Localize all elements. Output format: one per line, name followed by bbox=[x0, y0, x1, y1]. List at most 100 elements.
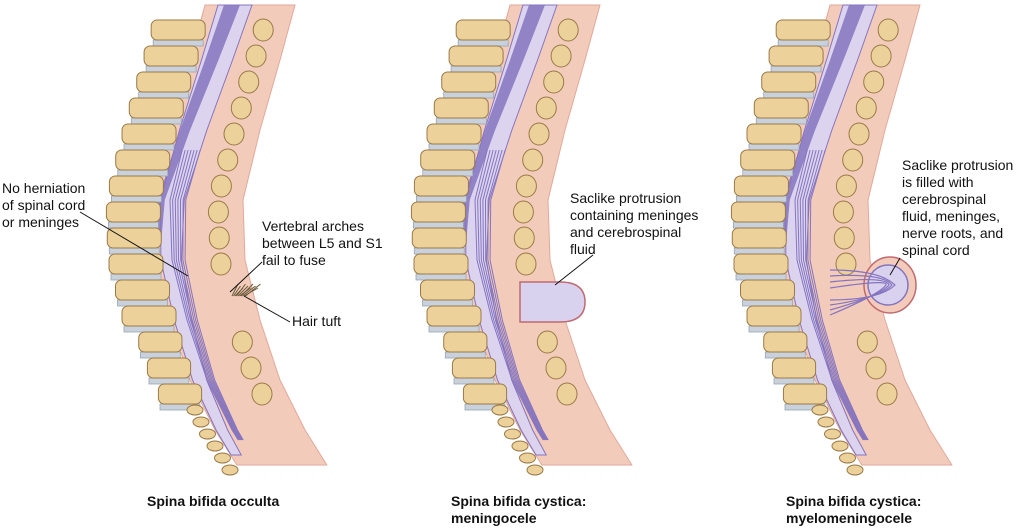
intervertebral-disc bbox=[145, 65, 197, 73]
intervertebral-disc bbox=[453, 377, 495, 385]
vertebral-arch bbox=[522, 148, 544, 172]
vertebral-body bbox=[443, 331, 488, 353]
intervertebral-disc bbox=[139, 351, 181, 359]
vertebral-arch bbox=[515, 252, 537, 276]
nerve-root bbox=[184, 149, 244, 441]
vertebral-arch bbox=[210, 252, 232, 276]
vertebral-body bbox=[420, 279, 475, 301]
vertebral-arch bbox=[832, 200, 854, 224]
nerve-root bbox=[799, 149, 866, 441]
vertebral-body bbox=[451, 357, 497, 379]
coccyx-segment bbox=[497, 416, 515, 428]
herniated-nerve-root bbox=[829, 269, 896, 301]
intervertebral-disc bbox=[110, 273, 162, 281]
vertebral-arch bbox=[870, 44, 892, 68]
vertebral-arch bbox=[550, 44, 572, 68]
vertebral-arch bbox=[856, 330, 878, 354]
nerve-root bbox=[809, 149, 869, 441]
vertebral-arch bbox=[528, 122, 550, 146]
label-no-herniation: No herniation of spinal cord or meninges bbox=[2, 180, 86, 230]
nerve-root bbox=[487, 149, 548, 441]
caption-meningocele: Spina bifida cystica: meningocele bbox=[451, 493, 587, 526]
nerve-root bbox=[807, 149, 868, 441]
leader-line bbox=[229, 261, 263, 293]
vertebral-arch bbox=[210, 174, 232, 198]
intervertebral-disc bbox=[117, 169, 169, 177]
vertebral-body bbox=[740, 149, 796, 171]
intervertebral-disc bbox=[422, 299, 473, 307]
hair-tuft-icon bbox=[237, 285, 249, 297]
vertebral-body bbox=[771, 357, 817, 379]
vertebral-arch bbox=[535, 96, 557, 120]
nerve-root bbox=[177, 149, 242, 441]
coccyx-segment bbox=[186, 404, 204, 416]
intervertebral-disc bbox=[148, 377, 190, 385]
intervertebral-disc bbox=[748, 143, 800, 151]
vertebral-body bbox=[413, 175, 469, 197]
vertebral-body bbox=[433, 97, 489, 119]
vertebral-body bbox=[746, 305, 802, 327]
coccyx-segment bbox=[491, 404, 509, 416]
vertebral-body bbox=[733, 253, 789, 275]
vertebral-arch bbox=[835, 174, 857, 198]
vertebral-arch bbox=[217, 148, 239, 172]
intervertebral-disc bbox=[742, 299, 793, 307]
vertebral-arch bbox=[208, 226, 230, 250]
coccyx-segment bbox=[221, 464, 239, 476]
label-hair-tuft: Hair tuft bbox=[292, 313, 342, 329]
vertebral-arch bbox=[556, 382, 578, 406]
intervertebral-disc bbox=[111, 195, 162, 203]
vertebral-arch bbox=[238, 70, 260, 94]
nerve-root bbox=[179, 149, 242, 441]
intervertebral-disc bbox=[152, 39, 204, 47]
intervertebral-disc bbox=[428, 325, 480, 333]
spine-panel-3 bbox=[730, 4, 953, 476]
label-myelomeningocele-sac: Saclike protrusion is filled with cerebr… bbox=[902, 157, 1014, 258]
coccyx-segment bbox=[504, 428, 521, 440]
herniated-nerve-root bbox=[829, 274, 893, 306]
vertebral-body bbox=[150, 19, 206, 41]
vertebral-arch bbox=[231, 330, 253, 354]
coccyx-segment bbox=[206, 440, 224, 452]
intervertebral-disc bbox=[770, 65, 822, 73]
vertebral-arch bbox=[545, 356, 567, 380]
vertebral-body bbox=[761, 71, 817, 93]
coccyx-segment bbox=[811, 404, 829, 416]
vertebral-body bbox=[128, 97, 184, 119]
hair-tuft-icon bbox=[245, 283, 261, 297]
vertebral-arch bbox=[835, 252, 857, 276]
intervertebral-disc bbox=[138, 91, 190, 99]
intervertebral-disc bbox=[773, 377, 815, 385]
vertebral-body bbox=[448, 45, 504, 67]
coccyx-segment bbox=[199, 428, 216, 440]
nerve-root bbox=[489, 149, 549, 441]
vertebral-body bbox=[426, 305, 482, 327]
hair-tuft-icon bbox=[240, 283, 254, 297]
intervertebral-disc bbox=[412, 221, 464, 229]
spine-panel-1 bbox=[105, 4, 328, 476]
meningocele-sac bbox=[519, 281, 586, 323]
vertebral-body bbox=[105, 201, 161, 223]
leader-line bbox=[889, 257, 901, 276]
intervertebral-disc bbox=[413, 247, 465, 255]
intervertebral-disc bbox=[742, 169, 794, 177]
intervertebral-disc bbox=[763, 91, 815, 99]
vertebral-arch bbox=[865, 356, 887, 380]
hair-tuft-icon bbox=[236, 283, 246, 297]
intervertebral-disc bbox=[415, 273, 467, 281]
label-meningocele-sac: Saclike protrusion containing meninges a… bbox=[570, 190, 699, 257]
coccyx-segment bbox=[831, 440, 849, 452]
vertebral-body bbox=[115, 149, 171, 171]
coccyx-segment bbox=[839, 452, 856, 464]
intervertebral-disc bbox=[444, 351, 486, 359]
nerve-root bbox=[797, 149, 865, 441]
vertebral-body bbox=[753, 97, 809, 119]
nerve-root bbox=[174, 149, 241, 441]
vertebral-body bbox=[410, 201, 466, 223]
caption-myelomeningocele: Spina bifida cystica: myelomeningocele bbox=[786, 493, 922, 526]
vertebral-arch bbox=[842, 148, 864, 172]
hair-tuft-icon bbox=[242, 285, 256, 297]
vertebral-body bbox=[108, 175, 164, 197]
intervertebral-disc bbox=[748, 325, 800, 333]
